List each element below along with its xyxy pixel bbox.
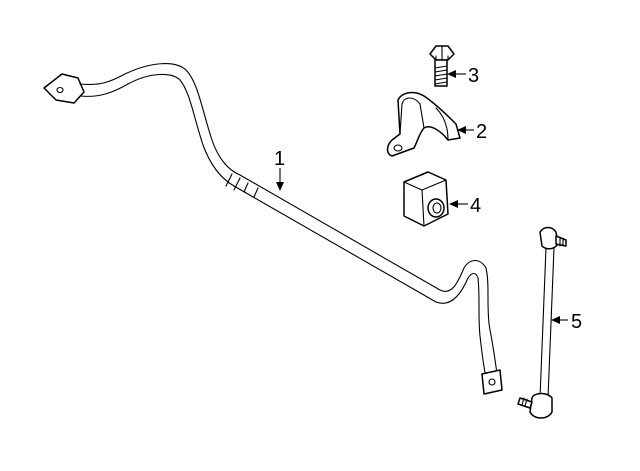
leader-4 [449, 200, 468, 208]
callout-3: 3 [468, 65, 479, 87]
callout-1: 1 [274, 148, 285, 170]
bolt[interactable] [429, 45, 455, 87]
stabilizer-link[interactable] [517, 226, 567, 419]
leader-1 [276, 168, 284, 191]
callout-2: 2 [476, 121, 487, 143]
callout-4: 4 [470, 195, 481, 217]
leader-5 [551, 316, 568, 324]
callout-5: 5 [571, 311, 582, 333]
bushing-bracket[interactable] [386, 91, 461, 157]
leader-2 [457, 126, 474, 134]
leader-3 [447, 70, 466, 78]
stabilizer-bar[interactable] [43, 63, 503, 395]
bushing[interactable] [403, 171, 449, 227]
